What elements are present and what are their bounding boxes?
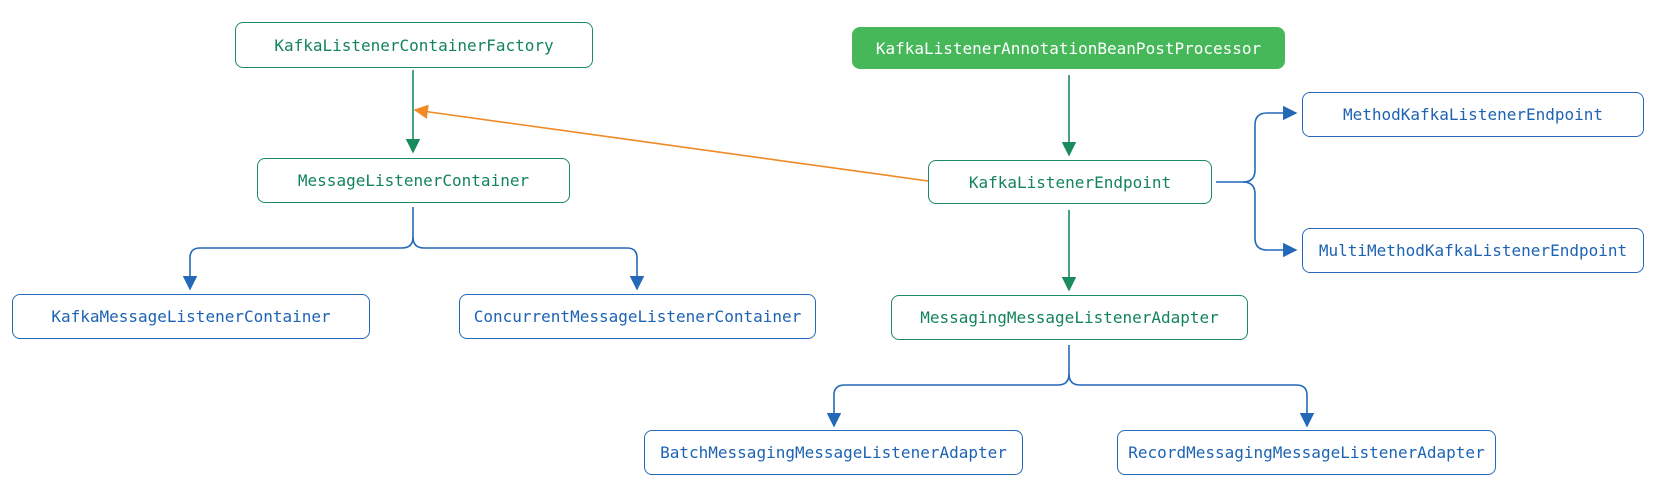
node-batch-messaging-message-listener-adapter: BatchMessagingMessageListenerAdapter (644, 430, 1023, 475)
node-kafka-listener-container-factory: KafkaListenerContainerFactory (235, 22, 593, 68)
node-kafka-listener-annotation-bean-post-processor: KafkaListenerAnnotationBeanPostProcessor (852, 27, 1285, 69)
node-concurrent-message-listener-container: ConcurrentMessageListenerContainer (459, 294, 816, 339)
edge-endpoint-to-factory (413, 104, 929, 182)
edge-endpoint-to-multi-method-endpoint (1242, 181, 1298, 258)
edge-adapter-to-record-adapter (1068, 373, 1315, 428)
node-record-messaging-message-listener-adapter: RecordMessagingMessageListenerAdapter (1117, 430, 1496, 475)
node-multi-method-kafka-listener-endpoint: MultiMethodKafkaListenerEndpoint (1302, 228, 1644, 273)
node-kafka-listener-endpoint: KafkaListenerEndpoint (928, 160, 1212, 204)
node-message-listener-container: MessageListenerContainer (257, 158, 570, 203)
node-method-kafka-listener-endpoint: MethodKafkaListenerEndpoint (1302, 92, 1644, 137)
edge-endpoint-to-method-endpoint (1216, 105, 1298, 183)
edge-mlc-to-kafka-mlc (182, 207, 414, 291)
node-kafka-message-listener-container: KafkaMessageListenerContainer (12, 294, 370, 339)
node-messaging-message-listener-adapter: MessagingMessageListenerAdapter (891, 295, 1248, 340)
edge-adapter-to-batch-adapter (826, 345, 1070, 428)
edge-mlc-to-concurrent-mlc (412, 236, 645, 291)
